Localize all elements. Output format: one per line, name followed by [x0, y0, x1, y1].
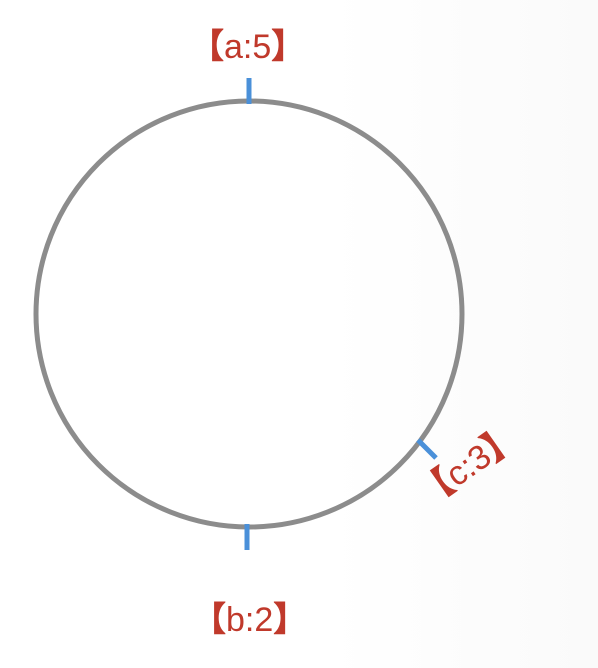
node-a-close-bracket: 】 — [271, 28, 306, 66]
node-a-open-bracket: 【 — [190, 28, 224, 66]
node-b-open-bracket: 【 — [192, 601, 226, 639]
node-b-text: b:2 — [226, 601, 274, 639]
node-a-label: 【a:5】 — [190, 30, 305, 64]
node-c-tick — [416, 438, 438, 460]
hash-ring-circle — [33, 98, 465, 530]
node-a-text: a:5 — [224, 28, 272, 66]
node-b-label: 【b:2】 — [192, 603, 307, 637]
node-b-close-bracket: 】 — [273, 601, 308, 639]
